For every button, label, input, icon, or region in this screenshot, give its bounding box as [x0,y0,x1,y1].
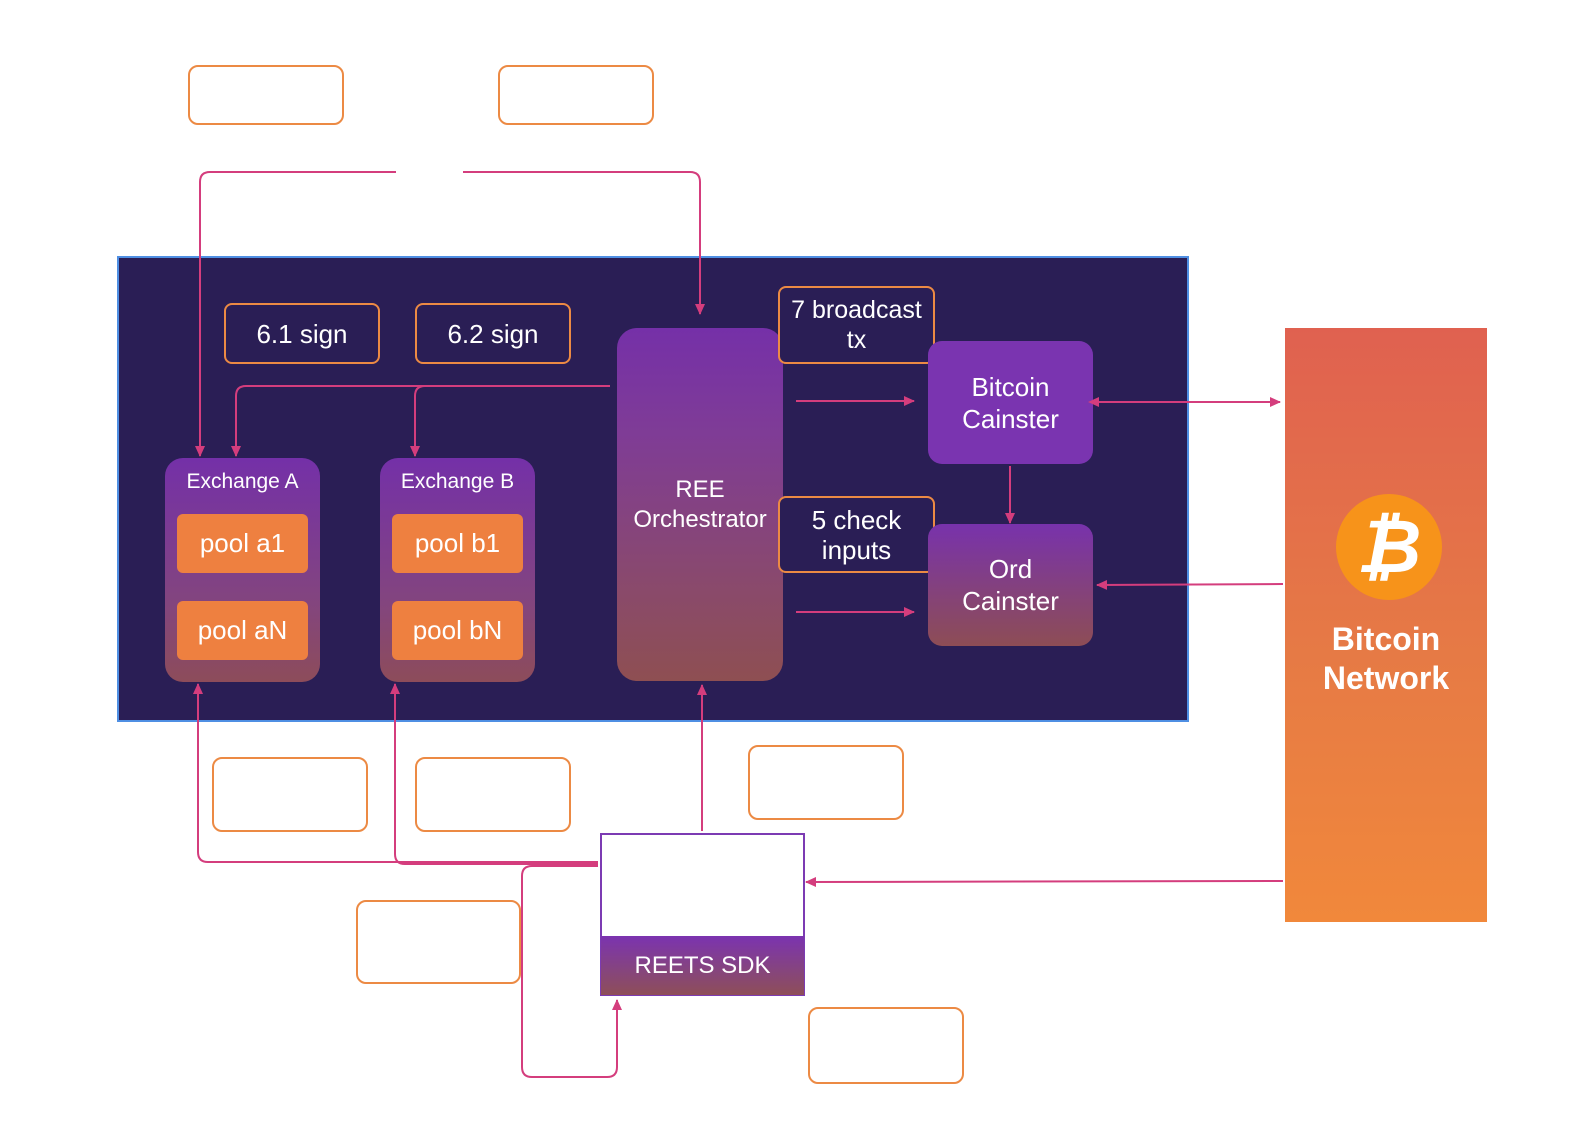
arrow-network-to-sdk [805,876,1284,887]
empty-label-box-bottom-3 [748,745,904,820]
exchange-a: Exchange A pool a1 pool aN [165,458,320,682]
bitcoin-network [1285,328,1487,922]
ord-canister-label: Ord Cainster [962,554,1059,616]
ord-canister: Ord Cainster [928,524,1093,646]
reets-sdk-label: REETS SDK [601,936,804,995]
sign-b-label: 6.2 sign [415,303,571,364]
arrow-orch-to-exchange-a [231,385,610,457]
empty-label-box-bottom-2 [415,757,571,832]
ree-orchestrator-label: REE Orchestrator [633,475,767,533]
pool-b1: pool b1 [392,514,523,573]
exchange-b: Exchange B pool b1 pool bN [380,458,535,682]
bitcoin-canister: Bitcoin Cainster [928,341,1093,464]
arrow-top-to-orchestrator [463,171,705,315]
sign-a-label: 6.1 sign [224,303,380,364]
empty-label-box-top-2 [498,65,654,125]
exchange-a-title: Exchange A [186,470,299,493]
pool-a1: pool a1 [177,514,308,573]
ree-orchestrator: REE Orchestrator [617,328,783,681]
check-inputs-label: 5 check inputs [778,496,935,573]
bitcoin-network-label: Bitcoin Network [1285,620,1487,698]
empty-label-box-bottom-5 [808,1007,964,1084]
empty-label-box-top-1 [188,65,344,125]
empty-label-box-bottom-4 [356,900,521,984]
arrow-top-to-exchange-a [195,171,396,457]
arrow-network-to-ord [1096,579,1284,590]
pool-an: pool aN [177,601,308,660]
bitcoin-icon: ₿ [1336,494,1442,600]
broadcast-tx-label: 7 broadcast tx [778,286,935,364]
empty-label-box-bottom-1 [212,757,368,832]
exchange-b-title: Exchange B [400,470,515,493]
bitcoin-network-text: Bitcoin Network [1322,621,1450,696]
arrow-sdk-loop [521,865,622,1078]
bitcoin-canister-label: Bitcoin Cainster [962,371,1059,434]
arrow-sdk-to-exchange-a [193,683,598,863]
arrow-orch-to-exchange-b [410,385,426,457]
pool-bn: pool bN [392,601,523,660]
arrow-sdk-to-exchange-b [390,683,598,865]
